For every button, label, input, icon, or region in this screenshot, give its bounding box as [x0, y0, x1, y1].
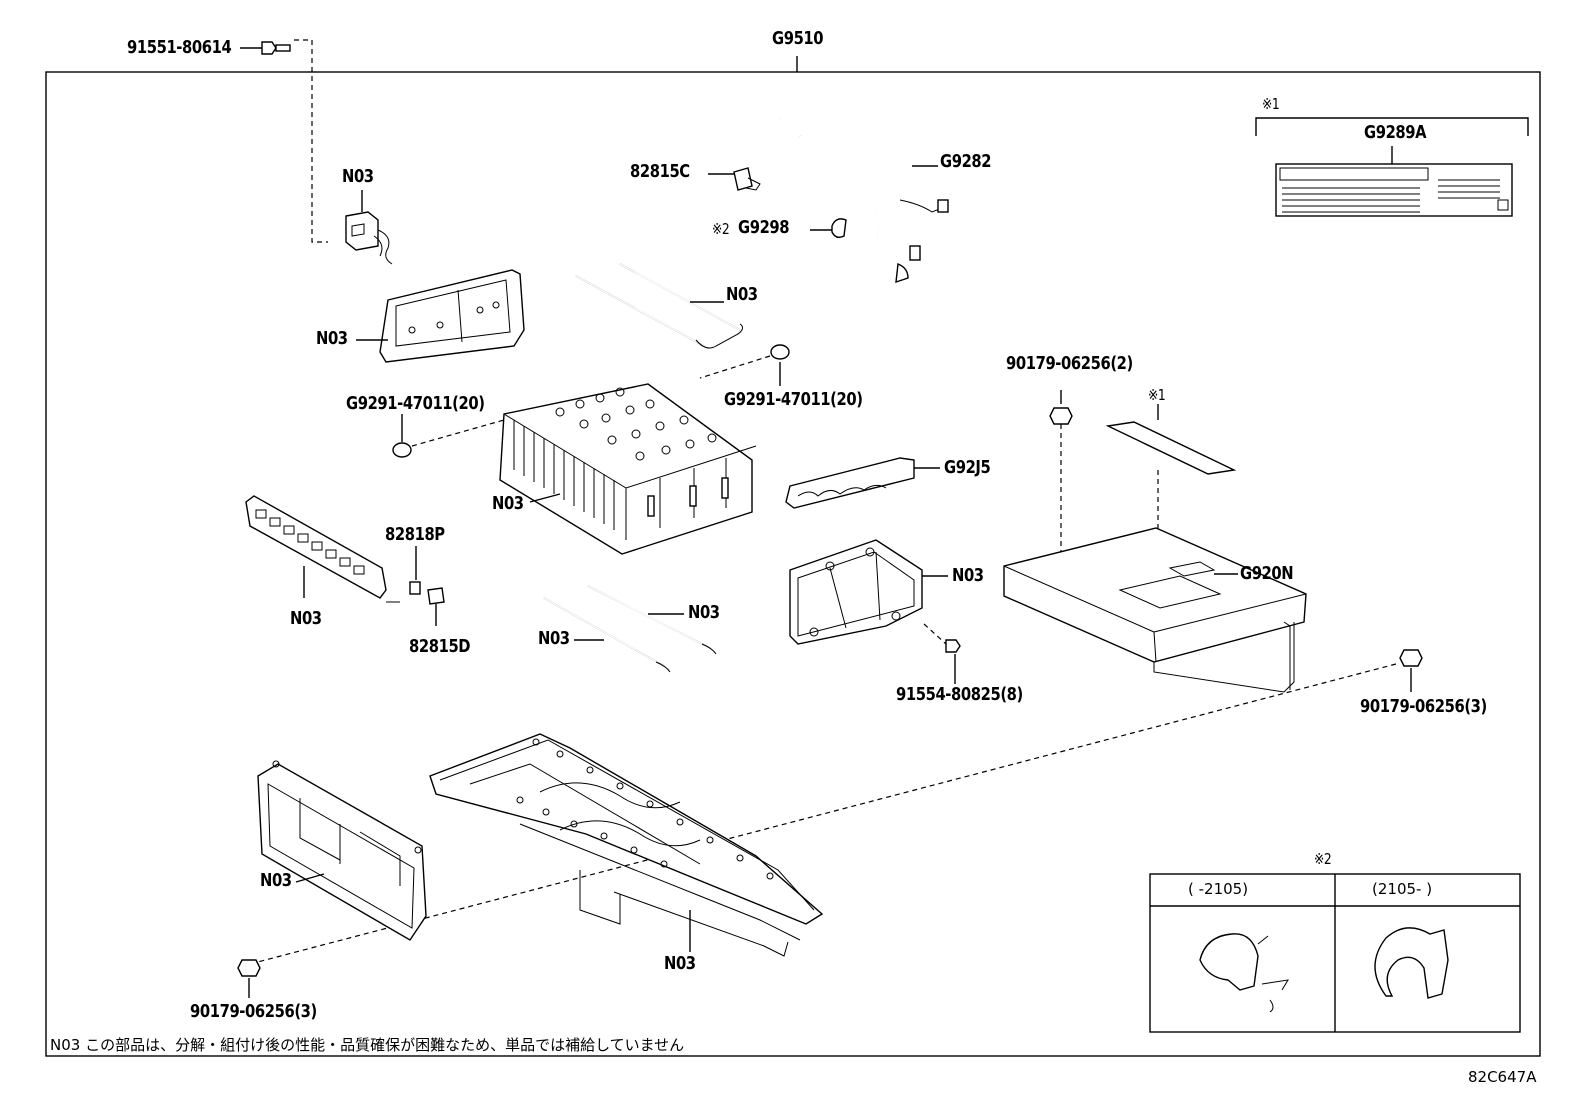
cell-stack-n03: [499, 383, 757, 555]
nut-g9291-left: [392, 414, 505, 458]
label-nut-left-bottom: 90179-06256(3): [190, 1001, 317, 1022]
label-82815C: 82815C: [630, 161, 690, 182]
label-n03-cell-stack: N03: [492, 493, 524, 514]
tray-n03-bottom: [429, 733, 824, 957]
label-n03-connector: N03: [342, 166, 374, 187]
label-82818P: 82818P: [385, 524, 445, 545]
label-n03-bracket-left: N03: [316, 328, 348, 349]
label-n03-busbar: N03: [290, 608, 322, 629]
label-n03-rods-top: N03: [726, 284, 758, 305]
label-box-part: G9289A: [1364, 122, 1427, 143]
connector-n03: [345, 190, 393, 265]
part-82815C: [708, 167, 761, 191]
label-box-g9289a: [1255, 117, 1529, 217]
label-n03-rod-lower-left: N03: [538, 628, 570, 649]
bolt-91554: [923, 623, 961, 684]
label-g9298-mark: ※2: [712, 220, 730, 238]
nut-90179-right: [249, 649, 1423, 965]
diagram-border: [45, 71, 1541, 1057]
footnote: N03 この部品は、分解・組付け後の性能・品質確保が困難なため、単品では補給して…: [50, 1036, 685, 1054]
part-82815D: [427, 587, 445, 626]
label-mark1-center: ※1: [1148, 386, 1166, 404]
variant-box: [1149, 873, 1521, 1033]
label-bolt-91554: 91554-80825(8): [896, 684, 1023, 705]
label-g9291-left: G9291-47011(20): [346, 393, 485, 414]
label-82815D: 82815D: [409, 636, 471, 657]
label-g9298: G9298: [738, 217, 790, 238]
frame-n03-left: [257, 760, 427, 941]
label-g920n: G920N: [1240, 563, 1294, 584]
busbar-n03: [245, 495, 400, 603]
rods-n03-lower: [543, 585, 717, 673]
part-g92j5: [785, 457, 940, 509]
label-g92j5: G92J5: [944, 457, 991, 478]
variant-col1: ( -2105): [1188, 880, 1249, 898]
figure-code: 82C647A: [1468, 1068, 1537, 1086]
label-n03-bracket-right: N03: [952, 565, 984, 586]
clip-g9298: [810, 218, 847, 239]
bracket-n03-left: [356, 269, 525, 363]
assembly-label: G9510: [772, 28, 824, 49]
label-box-mark: ※1: [1262, 95, 1280, 113]
bracket-n03-right: [789, 539, 948, 645]
variant-box-mark: ※2: [1314, 850, 1332, 868]
label-g9282: G9282: [940, 151, 992, 172]
part-82818P: [409, 546, 421, 595]
label-bolt-91551: 91551-80614: [127, 37, 232, 58]
variant-col2: (2105- ): [1372, 880, 1433, 898]
nut-g9291-right: [699, 344, 790, 386]
label-n03-frame-left: N03: [260, 870, 292, 891]
label-n03-tray: N03: [664, 953, 696, 974]
label-nut-top: 90179-06256(2): [1006, 353, 1133, 374]
label-n03-rod-lower-right: N03: [688, 602, 720, 623]
nut-90179-left-bottom: [237, 959, 261, 998]
label-nut-right: 90179-06256(3): [1360, 696, 1487, 717]
bolt-91551: [240, 39, 328, 243]
label-sheet-center: [1105, 404, 1237, 580]
harness-g9282: [779, 114, 949, 284]
rods-n03-top: [575, 263, 744, 349]
cover-g920n: [1003, 527, 1307, 693]
label-g9291-right: G9291-47011(20): [724, 389, 863, 410]
